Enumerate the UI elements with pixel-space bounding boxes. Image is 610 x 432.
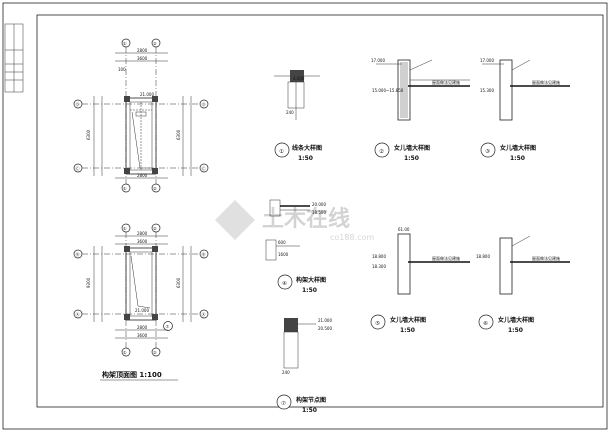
svg-text:21.000: 21.000: [318, 318, 332, 323]
detail-scale: 1:50: [508, 327, 523, 334]
svg-text:②: ②: [153, 226, 157, 231]
svg-text:Ⓐ: Ⓐ: [76, 311, 80, 317]
detail-scale: 1:50: [302, 287, 317, 294]
detail-scale: 1:50: [298, 155, 313, 162]
detail-2: 17.000 15.000~15.850 屋面做法见建施 ② 女儿墙大样图 1:…: [371, 58, 470, 162]
level-text: 21.000: [140, 92, 154, 97]
svg-text:屋面做法见建施: 屋面做法见建施: [532, 79, 560, 85]
detail-title: 女儿墙大样图: [394, 144, 430, 152]
svg-text:18.800: 18.800: [372, 254, 386, 259]
dim-text: 2800: [137, 231, 148, 236]
detail-title: 线条大样图: [292, 144, 322, 152]
svg-text:②: ②: [153, 350, 157, 355]
svg-text:①: ①: [123, 226, 127, 231]
svg-text:17.000: 17.000: [371, 58, 385, 63]
dim-text: 3600: [137, 56, 148, 61]
svg-text:17.000: 17.000: [480, 58, 494, 63]
svg-text:②: ②: [153, 186, 157, 191]
dim-text: 6300: [86, 129, 91, 140]
svg-text:⑦: ⑦: [281, 400, 286, 407]
svg-text:240: 240: [282, 370, 290, 375]
detail-1: 4.500 240 ① 线条大样图 1:50: [274, 70, 322, 162]
svg-text:4.500: 4.500: [293, 76, 305, 81]
plan-top: ① ② 2800 3600 100 Ⓓ Ⓒ Ⓓ Ⓒ 6300 6300: [73, 38, 209, 193]
dim-text: 2800: [137, 325, 148, 330]
svg-text:20.500: 20.500: [318, 326, 332, 331]
axis-label: Ⓓ: [202, 101, 206, 107]
detail-scale: 1:50: [404, 155, 419, 162]
detail-title: 女儿墙大样图: [498, 316, 534, 324]
detail-7: 21.000 20.500 240 ⑦ 构架节点图 1:50: [276, 318, 332, 414]
axis-label: Ⓒ: [76, 165, 80, 171]
svg-text:20.000: 20.000: [312, 202, 326, 207]
svg-text:61.00: 61.00: [398, 227, 410, 232]
watermark: 土木在线 co188.com: [215, 200, 374, 242]
svg-text:1600: 1600: [278, 252, 289, 257]
detail-title: 女儿墙大样图: [390, 316, 426, 324]
svg-text:屋面做法见建施: 屋面做法见建施: [432, 79, 460, 85]
svg-text:④: ④: [282, 281, 287, 287]
dim-text: 100: [118, 67, 126, 72]
svg-text:Ⓐ: Ⓐ: [202, 311, 206, 317]
dim-text: 6300: [176, 277, 181, 288]
svg-text:Ⓑ: Ⓑ: [76, 251, 80, 257]
axis-label: Ⓓ: [76, 101, 80, 107]
plan-title: 构架顶面图 1:100: [102, 370, 162, 379]
svg-text:Ⓑ: Ⓑ: [202, 251, 206, 257]
dim-text: 3600: [137, 239, 148, 244]
detail-title: 女儿墙大样图: [500, 144, 536, 152]
svg-text:③: ③: [485, 149, 490, 155]
axis-label: ①: [123, 41, 127, 46]
dim-text: 2800: [137, 48, 148, 53]
dim-text: 6300: [176, 129, 181, 140]
detail-scale: 1:50: [400, 327, 415, 334]
dim-text: 2800: [137, 173, 148, 178]
svg-text:屋面做法见建施: 屋面做法见建施: [532, 255, 560, 261]
watermark-sub: co188.com: [330, 233, 374, 242]
axis-label: Ⓒ: [202, 165, 206, 171]
svg-text:240: 240: [286, 110, 294, 115]
detail-title: 构架大样图: [296, 276, 326, 284]
detail-5: 61.00 18.800 18.300 屋面做法见建施 ⑤ 女儿墙大样图 1:5…: [370, 227, 470, 334]
detail-3: 17.000 15.300 屋面做法见建施 ③ 女儿墙大样图 1:50: [480, 58, 570, 162]
dim-text: 3600: [137, 333, 148, 338]
svg-text:15.000~15.850: 15.000~15.850: [372, 88, 404, 93]
svg-text:18.800: 18.800: [476, 254, 490, 259]
svg-text:①: ①: [279, 149, 284, 155]
svg-text:⑥: ⑥: [483, 321, 488, 327]
watermark-text: 土木在线: [262, 206, 350, 232]
plan-bottom: ① ② 2800 3600 Ⓑ Ⓐ Ⓑ Ⓐ 9300 6300 21.000 ⑦…: [73, 223, 209, 381]
svg-text:⑦: ⑦: [166, 324, 170, 329]
svg-text:②: ②: [379, 148, 384, 155]
svg-text:⑤: ⑤: [375, 321, 380, 327]
dim-text: 9300: [86, 277, 91, 288]
svg-text:15.300: 15.300: [480, 88, 494, 93]
svg-text:18.500: 18.500: [312, 210, 326, 215]
detail-title: 构架节点图: [296, 396, 326, 404]
level-text: 21.000: [135, 308, 149, 313]
svg-text:18.300: 18.300: [372, 264, 386, 269]
detail-bubble: [274, 142, 290, 158]
detail-6: 18.800 屋面做法见建施 ⑥ 女儿墙大样图 1:50: [476, 235, 570, 334]
axis-label: ②: [153, 41, 157, 46]
svg-text:①: ①: [123, 186, 127, 191]
detail-scale: 1:50: [510, 155, 525, 162]
svg-text:600: 600: [278, 240, 286, 245]
drawing-frame: [36, 14, 604, 408]
svg-text:①: ①: [123, 350, 127, 355]
svg-text:屋面做法见建施: 屋面做法见建施: [432, 255, 460, 261]
title-strip: [4, 23, 24, 93]
detail-scale: 1:50: [302, 407, 317, 414]
detail-4: 20.000 18.500 600 1600 ④ 构架大样图 1:50: [265, 199, 326, 294]
